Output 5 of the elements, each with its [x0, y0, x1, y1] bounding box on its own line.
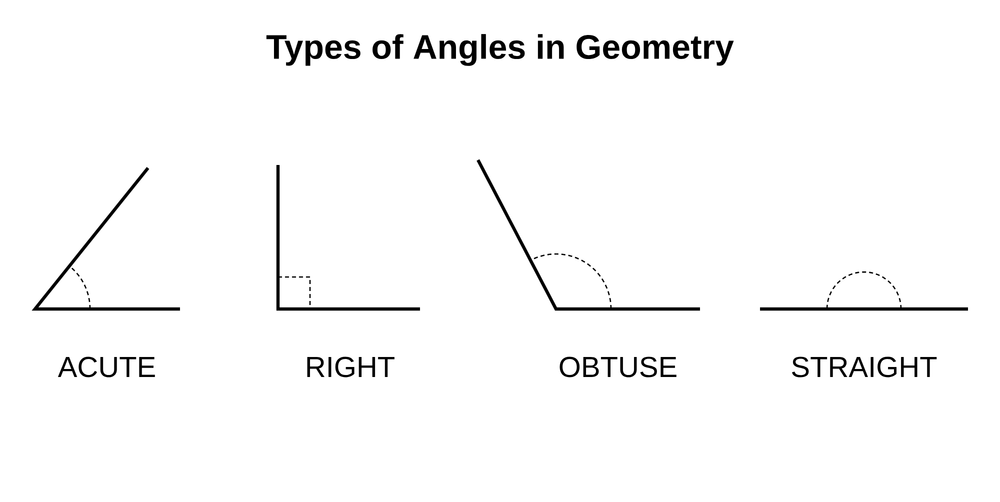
angle-label: RIGHT	[307, 356, 394, 378]
title: Types of Angles in Geometry	[266, 34, 734, 66]
angle-label: OBTUSE	[560, 356, 676, 378]
angle-label: ACUTE	[58, 356, 155, 378]
angle-label: STRAIGHT	[792, 356, 937, 378]
